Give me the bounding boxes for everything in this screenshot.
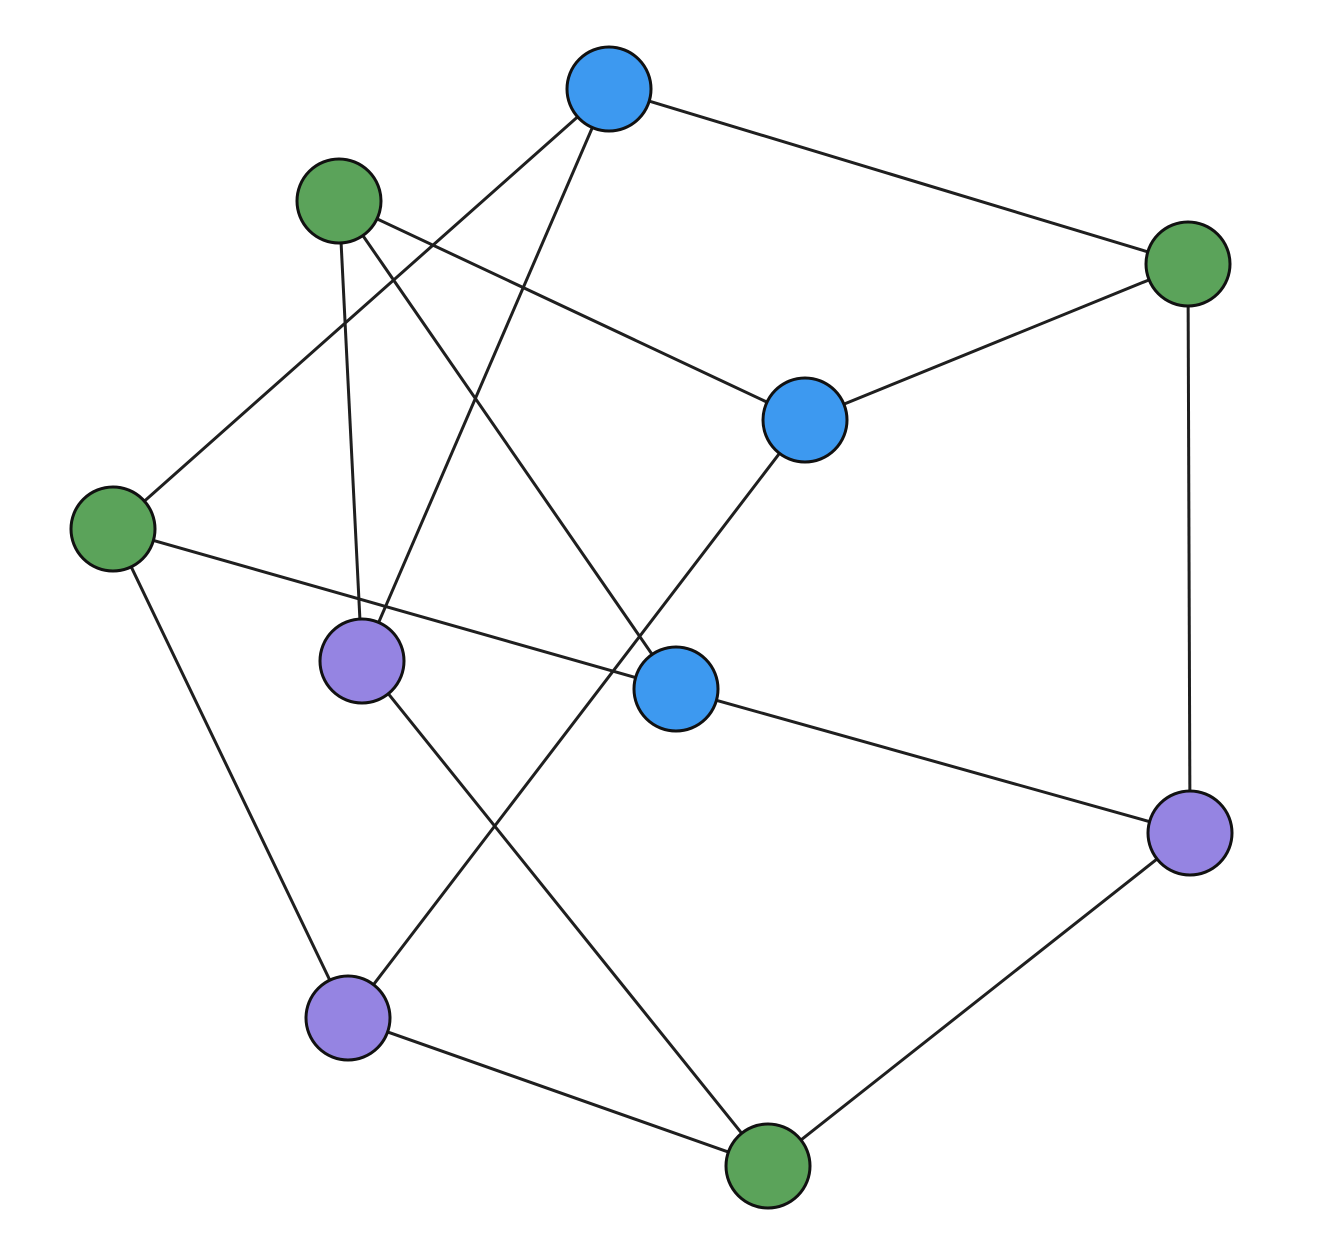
edge-purple-center-left-to-green-bottom [360, 660, 770, 1167]
edge-green-left-to-blue-center [112, 527, 677, 691]
edge-purple-lower-left-to-green-bottom [347, 1016, 769, 1168]
edge-blue-top-to-green-upper-right [608, 87, 1189, 266]
node-blue-top [565, 45, 653, 133]
edge-blue-top-to-green-left [112, 87, 610, 531]
edge-blue-middle-right-to-purple-lower-left [346, 419, 807, 1019]
edge-blue-center-to-purple-right [675, 687, 1191, 835]
edges-layer [111, 87, 1192, 1168]
edge-green-upper-right-to-purple-right [1186, 263, 1192, 834]
nodes-layer [69, 45, 1234, 1210]
edge-green-upper-left-to-blue-center [337, 200, 678, 690]
node-blue-center [632, 645, 720, 733]
edge-green-upper-left-to-purple-center-left [337, 200, 364, 662]
edge-purple-right-to-green-bottom [767, 831, 1191, 1168]
node-green-bottom [724, 1122, 812, 1210]
node-green-upper-right [1144, 220, 1232, 308]
node-purple-lower-left [304, 974, 392, 1062]
edge-green-upper-left-to-blue-middle-right [338, 199, 806, 422]
node-purple-right [1146, 789, 1234, 877]
edge-blue-top-to-purple-center-left [360, 88, 611, 662]
edge-green-left-to-purple-lower-left [111, 528, 350, 1019]
node-green-upper-left [295, 157, 383, 245]
node-purple-center-left [318, 617, 406, 705]
node-green-left [69, 485, 157, 573]
edge-green-upper-right-to-blue-middle-right [804, 262, 1189, 422]
node-blue-middle-right [761, 376, 849, 464]
